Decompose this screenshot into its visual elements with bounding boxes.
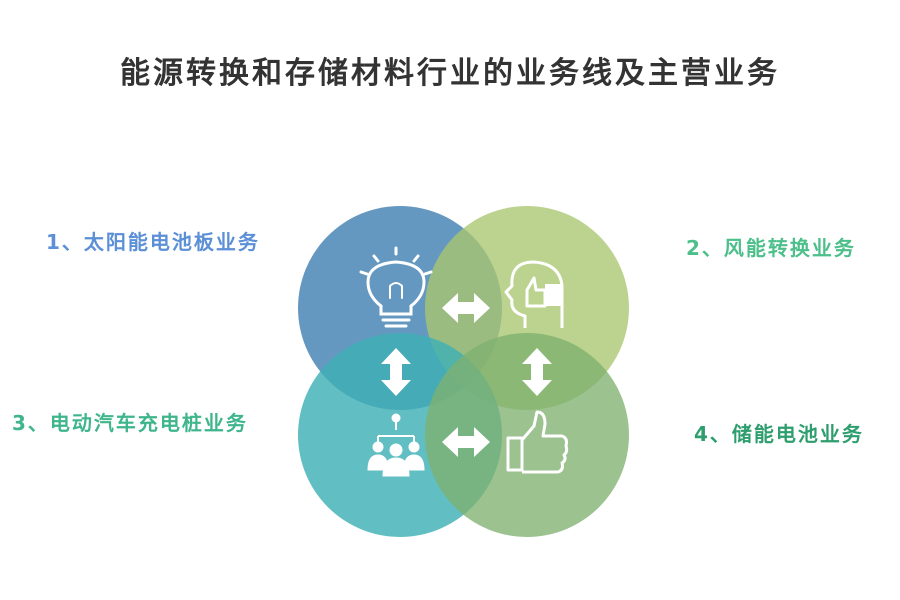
business-label-storage: 4、储能电池业务 [694, 422, 864, 446]
team-network-icon [367, 413, 425, 477]
lightbulb-icon [359, 246, 433, 328]
business-label-wind: 2、风能转换业务 [686, 236, 856, 260]
business-label-ev-charging: 3、电动汽车充电桩业务 [12, 411, 248, 435]
page-title: 能源转换和存储材料行业的业务线及主营业务 [120, 56, 780, 91]
thumbs-up-icon [506, 410, 569, 474]
double-arrow-horizontal-icon [442, 293, 490, 323]
double-arrow-vertical-icon-right [522, 348, 552, 396]
head-thumb-icon [504, 260, 564, 328]
double-arrow-vertical-icon-left [381, 348, 411, 396]
double-arrow-horizontal-icon-bottom [442, 427, 490, 457]
business-label-solar: 1、太阳能电池板业务 [46, 230, 260, 254]
